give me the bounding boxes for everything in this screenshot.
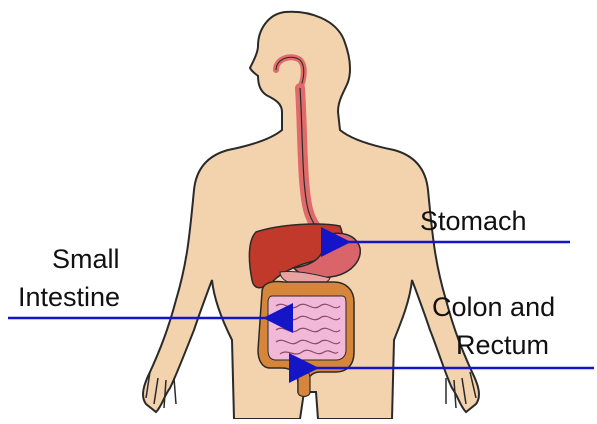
stomach-label: Stomach — [420, 208, 527, 235]
colon-rectum-label-line1: Colon and — [432, 294, 555, 321]
colon-rectum-label-line2: Rectum — [456, 332, 549, 359]
rectum — [298, 371, 310, 397]
small-intestine-label-line2: Intestine — [18, 284, 120, 311]
small-intestine-label-line1: Small — [52, 246, 120, 273]
